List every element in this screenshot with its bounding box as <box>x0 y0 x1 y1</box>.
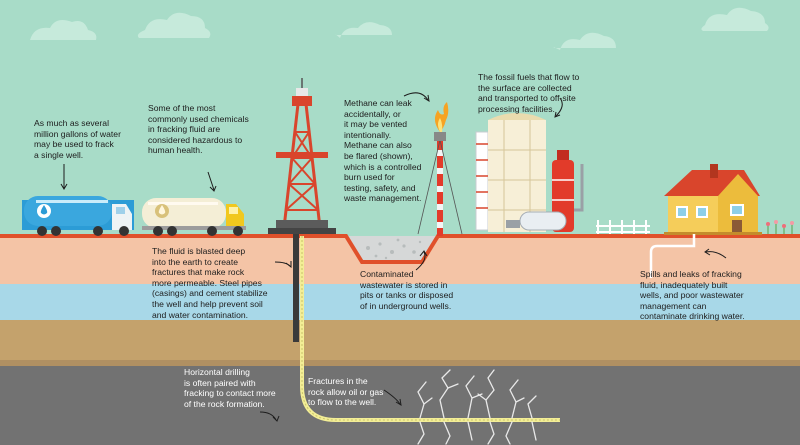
caption-spills: Spills and leaks of fracking fluid, inad… <box>640 269 745 322</box>
shale-layer <box>0 366 800 445</box>
flowers <box>766 220 794 234</box>
rock-layer-band <box>0 360 800 366</box>
house <box>664 164 762 235</box>
water-truck <box>22 196 134 236</box>
drilling-rig <box>268 78 336 234</box>
caption-chemicals: Some of the most commonly used chemicals… <box>148 103 249 156</box>
caption-horizontal-drilling: Horizontal drilling is often paired with… <box>184 367 276 409</box>
caption-methane: Methane can leak accidentally, or it may… <box>344 98 422 204</box>
ground-line <box>0 234 800 264</box>
spill-pipe <box>649 234 696 278</box>
cloud <box>335 22 392 38</box>
fence <box>596 220 650 234</box>
cloud <box>701 7 769 32</box>
chemical-truck <box>142 198 246 236</box>
caption-fractures: Fractures in the rock allow oil or gas t… <box>308 376 384 408</box>
cloud <box>27 20 97 40</box>
fractures <box>417 369 537 445</box>
rock-layer <box>0 320 800 360</box>
caption-water-usage: As much as several million gallons of wa… <box>34 118 121 160</box>
cloud <box>553 32 616 50</box>
wastewater-bubbles <box>366 238 422 260</box>
wastewater-pit <box>346 236 438 262</box>
aquifer-layer <box>0 284 800 320</box>
processing-facility <box>475 113 584 232</box>
caption-fracking-fluid: The fluid is blasted deep into the earth… <box>152 246 268 320</box>
pointer-lines <box>60 92 727 422</box>
cloud <box>137 12 211 38</box>
clouds <box>27 7 769 50</box>
sky <box>0 0 800 236</box>
caption-wastewater: Contaminated wastewater is stored in pit… <box>360 269 454 311</box>
caption-fossil-fuels: The fossil fuels that flow to the surfac… <box>478 72 580 114</box>
well-bore <box>293 234 560 422</box>
flare-stack <box>417 102 463 236</box>
